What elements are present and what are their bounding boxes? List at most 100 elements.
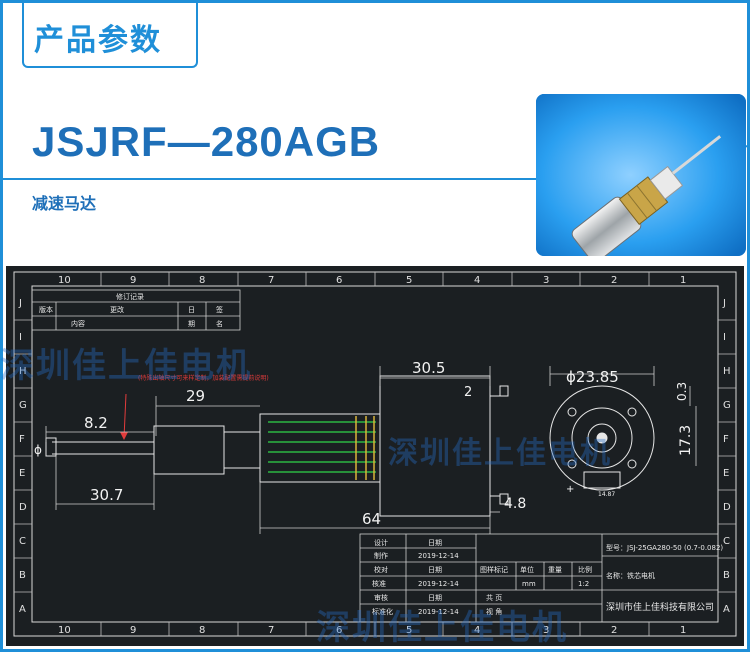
svg-text:单位: 单位 [520, 565, 534, 574]
ruler-side-i: I [19, 332, 22, 343]
dim-4-8: 4.8 [504, 496, 526, 512]
revision-title: 修订记录 [116, 292, 144, 301]
ruler-bottom-2: 2 [611, 625, 617, 636]
ruler-top-1: 1 [680, 275, 686, 286]
ruler-top-10: 10 [58, 275, 71, 286]
svg-text:版本: 版本 [39, 305, 53, 314]
svg-text:图样标记: 图样标记 [480, 565, 508, 574]
dim-30-7: 30.7 [90, 486, 123, 504]
ruler-top-4: 4 [474, 275, 480, 286]
ruler-top-5: 5 [406, 275, 412, 286]
svg-text:共 页: 共 页 [486, 593, 502, 602]
product-subtitle: 减速马达 [32, 194, 97, 213]
product-photo [536, 94, 746, 256]
svg-text:核准: 核准 [372, 579, 386, 588]
part-number: 型号：JSJ-25GA280-50 (0.7-0.082) [606, 543, 723, 552]
svg-text:A: A [723, 604, 730, 615]
dim-30-5: 30.5 [412, 359, 445, 377]
svg-text:C: C [723, 536, 730, 547]
motor-side-view [45, 375, 509, 517]
title-divider [3, 178, 543, 180]
technical-drawing: 10 9 8 7 6 5 4 3 2 1 10 9 8 7 6 5 4 3 2 … [0, 266, 744, 648]
ruler-top-9: 9 [130, 275, 136, 286]
title-block [359, 533, 719, 623]
custom-shaft-note: (特殊出轴尺寸可来样定制，加装配置需提前说明) [138, 374, 269, 382]
svg-text:J: J [722, 298, 726, 309]
svg-text:2019-12-14: 2019-12-14 [418, 608, 459, 616]
svg-text:重量: 重量 [548, 566, 562, 574]
svg-text:H: H [723, 366, 731, 377]
svg-text:2019-12-14: 2019-12-14 [418, 580, 459, 588]
svg-text:1:2: 1:2 [578, 580, 589, 588]
company-name: 深圳市佳上佳科技有限公司 [606, 601, 714, 613]
ruler-bottom-6: 6 [336, 625, 342, 636]
ruler-side-c: C [19, 536, 26, 547]
terminal-plus: + [566, 484, 574, 495]
ruler-side-b: B [19, 570, 26, 581]
ruler-top-7: 7 [268, 275, 274, 286]
svg-text:日期: 日期 [428, 539, 442, 547]
ruler-side-a: A [19, 604, 26, 615]
model-title: JSJRF—280AGB [32, 118, 381, 165]
ruler-bottom-10: 10 [58, 625, 71, 636]
ruler-bottom-7: 7 [268, 625, 274, 636]
svg-text:B: B [723, 570, 730, 581]
dim-17-3: 17.3 [678, 425, 694, 456]
ruler-side-g: G [19, 400, 27, 411]
dim-0-3: 0.3 [675, 382, 689, 401]
svg-text:期: 期 [188, 320, 195, 328]
svg-text:D: D [723, 502, 731, 513]
svg-text:E: E [723, 468, 729, 479]
dim-29: 29 [186, 387, 205, 405]
ruler-top-8: 8 [199, 275, 205, 286]
ruler-bottom-8: 8 [199, 625, 205, 636]
svg-text:G: G [723, 400, 731, 411]
svg-text:日: 日 [188, 306, 195, 314]
watermark-bottom: 深圳佳上佳电机 [316, 608, 568, 648]
section-title: 产品参数 [34, 23, 162, 58]
svg-text:制作: 制作 [374, 551, 388, 560]
dim-phi: ɸ [34, 443, 42, 457]
svg-text:名: 名 [216, 319, 223, 328]
dim-64: 64 [362, 510, 381, 528]
svg-text:内容: 内容 [71, 319, 85, 328]
svg-text:F: F [723, 434, 729, 445]
watermark-center: 深圳佳上佳电机 [388, 436, 612, 471]
dim-8-2: 8.2 [84, 414, 108, 432]
ruler-side-f: F [19, 434, 25, 445]
watermark: 深圳佳上佳电机 [0, 346, 252, 386]
dim-2: 2 [464, 385, 472, 400]
svg-text:2019-12-14: 2019-12-14 [418, 552, 459, 560]
svg-text:视 角: 视 角 [486, 607, 502, 616]
ruler-top-2: 2 [611, 275, 617, 286]
svg-text:更改: 更改 [110, 305, 124, 314]
svg-text:mm: mm [522, 580, 536, 588]
ruler-bottom-5: 5 [406, 625, 412, 636]
svg-text:校对: 校对 [374, 565, 388, 574]
ruler-bottom-1: 1 [680, 625, 686, 636]
dim-14-87: 14.87 [598, 491, 615, 498]
dim-phi-23-85: ɸ23.85 [566, 368, 619, 386]
ruler-side-e: E [19, 468, 25, 479]
svg-text:审核: 审核 [374, 593, 388, 602]
ruler-top-3: 3 [543, 275, 549, 286]
ruler-side-d: D [19, 502, 27, 513]
ruler-bottom-4: 4 [474, 625, 480, 636]
svg-text:签: 签 [216, 305, 223, 314]
ruler-side-h: H [19, 366, 27, 377]
svg-text:I: I [723, 332, 726, 343]
header-tab: 产品参数 [22, 3, 198, 68]
svg-text:标准化: 标准化 [372, 607, 393, 616]
ruler-bottom-3: 3 [543, 625, 549, 636]
ruler-side-j: J [18, 298, 22, 309]
svg-text:设计: 设计 [374, 538, 388, 547]
motor-front-view [549, 385, 655, 491]
revision-table [31, 289, 241, 331]
ruler-bottom-9: 9 [130, 625, 136, 636]
svg-text:日期: 日期 [428, 566, 442, 574]
ruler-top-6: 6 [336, 275, 342, 286]
part-name: 名称：铁芯电机 [606, 571, 655, 580]
svg-text:比例: 比例 [578, 565, 592, 574]
svg-text:日期: 日期 [428, 594, 442, 602]
